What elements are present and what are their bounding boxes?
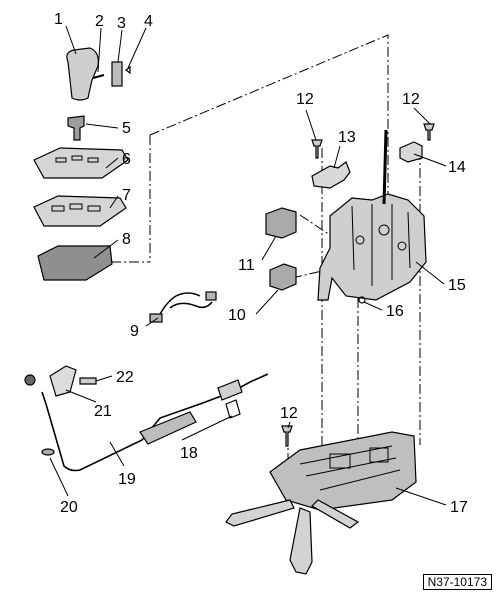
support-leg-left: [225, 499, 295, 527]
callout-19: 19: [118, 471, 136, 488]
selector-sensor: [269, 263, 297, 291]
pin: [92, 74, 105, 79]
release-button: [67, 115, 85, 141]
callout-14: 14: [448, 159, 466, 176]
bolt-right: [423, 123, 435, 141]
shift-lever-rod: [382, 129, 388, 205]
trim-frame-slots: [51, 203, 101, 212]
figure-reference: N37-10173: [422, 574, 492, 590]
callout-22: 22: [116, 369, 134, 386]
callout-9: 9: [130, 323, 139, 340]
trim-frame: [33, 195, 127, 227]
cover-plate: [33, 147, 129, 179]
callout-13: 13: [338, 129, 356, 146]
callout-2: 2: [95, 13, 104, 30]
cable-bracket: [49, 365, 77, 397]
callout-5: 5: [122, 120, 131, 137]
spring-clip: [125, 65, 131, 75]
cable-bracket-clip: [225, 399, 241, 419]
callout-7: 7: [122, 187, 131, 204]
callout-12a: 12: [296, 91, 314, 108]
bolt-bottom: [281, 425, 293, 447]
callout-1: 1: [54, 11, 63, 28]
cable-end-eye: [24, 374, 36, 386]
retaining-clip: [358, 296, 366, 304]
cable-washer: [41, 448, 55, 456]
callout-numbers: 1 2 3 4 5 6 7 8 9 10 11 12 12 12 13 14 1…: [54, 11, 468, 516]
mounting-bracket-right: [399, 141, 423, 163]
leader-lines: [49, 25, 447, 506]
callout-6: 6: [122, 151, 131, 168]
callout-11: 11: [238, 257, 255, 274]
clip-plate: [111, 61, 123, 87]
selector-cable: [41, 373, 269, 472]
callout-12b: 12: [402, 91, 420, 108]
cable-adjuster: [217, 379, 243, 401]
selector-lever-lock-solenoid: [265, 207, 297, 239]
callout-15: 15: [448, 277, 466, 294]
cover-plate-slots: [55, 155, 99, 163]
callout-4: 4: [144, 13, 153, 30]
callout-21: 21: [94, 403, 112, 420]
base-plate: [269, 431, 417, 511]
callout-20: 20: [60, 499, 78, 516]
harness-connector-2: [205, 291, 217, 301]
harness-connector: [149, 313, 163, 323]
wiring-harness: [157, 292, 213, 319]
callout-18: 18: [180, 445, 198, 462]
base-plate-detail: [299, 445, 401, 491]
housing-ribs: [351, 204, 411, 286]
callout-12c: 12: [280, 405, 298, 422]
mounting-bracket: [311, 161, 351, 189]
callout-3: 3: [117, 15, 126, 32]
indicator-housing: [37, 245, 113, 281]
callout-16: 16: [386, 303, 404, 320]
callout-17: 17: [450, 499, 468, 516]
callout-10: 10: [228, 307, 246, 324]
support-strut: [311, 499, 360, 529]
cable-sleeve: [139, 411, 197, 445]
bolt-top: [311, 139, 323, 159]
callout-8: 8: [122, 231, 131, 248]
shift-knob: [66, 47, 99, 101]
support-leg-right: [289, 507, 313, 575]
cable-bracket-screw: [79, 377, 97, 385]
